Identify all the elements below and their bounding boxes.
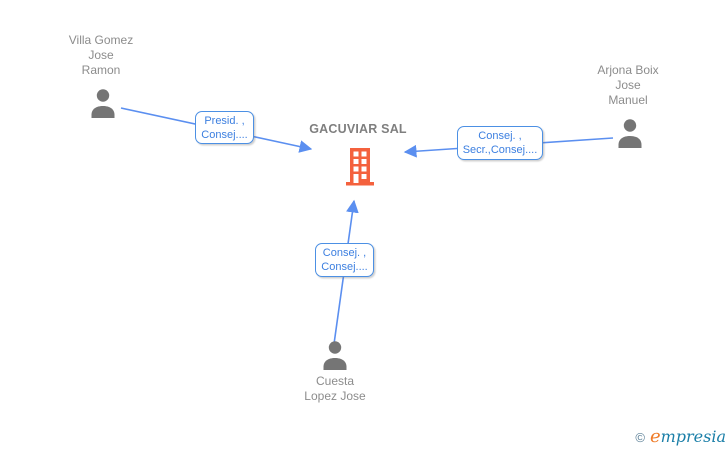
edge-label-line: Consej.... [201,128,248,141]
copyright-symbol: © [635,430,645,445]
edge-label-consej-consej[interactable]: Consej. , Consej.... [315,243,374,277]
person-name-line: Villa Gomez [68,33,134,47]
brand-rest: mpresia [660,427,726,446]
edge-label-line: Secr.,Consej.... [462,144,538,156]
person-icon [91,89,115,118]
person-name-line: Manuel [608,93,648,107]
edge-label-line: Consej. , [478,130,522,142]
person-name-arjona-boix: Arjona Boix Jose Manuel [563,63,693,108]
building-icon [346,148,374,186]
person-node-villa-gomez[interactable] [88,88,118,118]
person-name-line: Lopez Jose [304,389,366,403]
edge-label-presid[interactable]: Presid. , Consej.... [195,111,254,144]
person-name-line: Arjona Boix [597,63,659,77]
person-name-villa-gomez: Villa Gomez Jose Ramon [36,33,166,78]
person-name-line: Cuesta [315,374,355,388]
edge-label-line: Consej.... [321,261,368,273]
person-name-line: Jose [615,78,641,92]
person-node-cuesta-lopez[interactable] [320,340,350,370]
empresia-logo[interactable]: © empresia [635,426,726,447]
person-name-line: Ramon [81,63,121,77]
company-node-gacuviar-sal[interactable] [345,148,375,186]
brand-initial: e [649,426,661,447]
person-name-line: Jose [88,48,114,62]
edge-label-line: Presid. , [204,114,245,127]
person-node-arjona-boix[interactable] [615,118,645,148]
person-name-cuesta-lopez: Cuesta Lopez Jose [270,374,400,404]
edge-label-line: Consej. , [322,247,367,259]
brand-wordmark: empresia [650,426,726,447]
company-name: GACUVIAR SAL [309,122,407,136]
person-icon [618,119,642,148]
edge-label-consej-secr[interactable]: Consej. , Secr.,Consej.... [457,126,543,160]
person-icon [323,341,347,370]
